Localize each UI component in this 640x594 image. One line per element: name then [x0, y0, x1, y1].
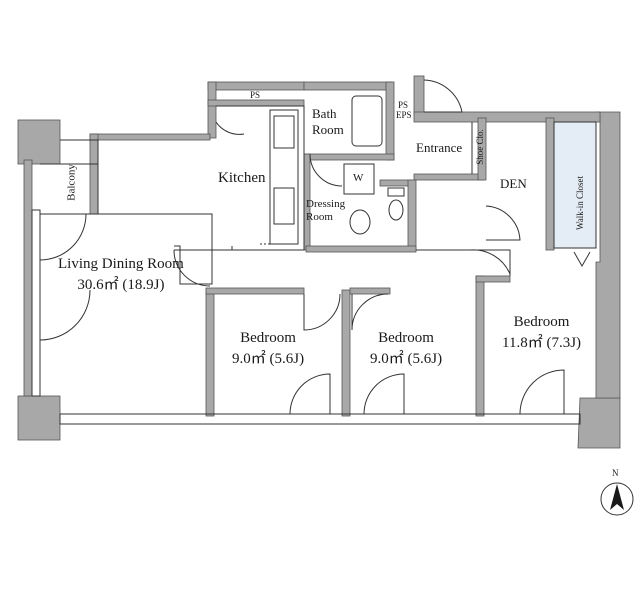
wall-living-west	[23, 159, 33, 397]
window-south	[59, 413, 581, 425]
wall-bed-north-1	[205, 287, 305, 295]
wall-top-kitchen	[207, 81, 305, 91]
wall-core-south	[305, 245, 417, 253]
door-living-balcony	[39, 213, 87, 261]
eps-label: EPS	[396, 110, 412, 120]
wall-entrance-south	[413, 173, 485, 181]
wall-ps-kitchen	[207, 99, 305, 107]
wall-dressing-mid	[379, 179, 413, 187]
wall-bed-north-3	[475, 275, 511, 283]
wall-bath-east	[385, 81, 395, 161]
wall-column-se	[577, 397, 621, 449]
toilet-bowl	[388, 199, 404, 221]
den-label: DEN	[500, 176, 527, 191]
door-bed2	[351, 293, 389, 331]
balcony-label: Balcony	[65, 164, 78, 201]
bedroom-2-area: 9.0㎡ (5.6J)	[370, 351, 443, 367]
north-label: N	[612, 468, 619, 478]
door-bed2-window	[363, 373, 405, 415]
dressing-room-label: Dressing Room	[306, 198, 345, 224]
door-entrance	[423, 79, 463, 113]
wall-ps-eps	[413, 75, 425, 117]
wall-kitchen-west	[207, 81, 217, 139]
ps-label: PS	[398, 100, 409, 110]
door-dressing	[309, 153, 343, 187]
wall-bed3-west	[475, 275, 485, 417]
dressing-room-line2: Room	[306, 211, 333, 223]
window-west	[31, 209, 41, 397]
door-den	[485, 205, 521, 241]
dressing-room-line1: Dressing	[306, 198, 346, 210]
entrance-label: Entrance	[416, 140, 463, 155]
living-room-area: 30.6㎡ (18.9J)	[77, 277, 165, 293]
wall-east	[595, 111, 621, 399]
walkin-closet-label: Walk-in Closet	[575, 175, 585, 231]
bath-room-line2: Room	[312, 122, 344, 137]
living-room-name: Living Dining Room	[58, 256, 184, 272]
living-outline	[60, 139, 213, 285]
bedroom-1-name: Bedroom	[240, 330, 296, 346]
wall-bed1-west	[205, 289, 215, 417]
compass-needle	[610, 484, 624, 510]
corridor-outline	[174, 249, 511, 276]
bedroom-2-label: Bedroom 9.0㎡ (5.6J)	[370, 330, 442, 368]
door-living-west	[39, 289, 91, 341]
bath-room-label: Bath Room	[312, 106, 344, 138]
door-kitchen	[215, 121, 245, 135]
bedroom-2-name: Bedroom	[378, 330, 434, 346]
bedroom-3-area: 11.8㎡ (7.3J)	[502, 335, 582, 351]
kitchen-label: Kitchen	[218, 170, 266, 186]
door-bed3-window	[519, 369, 565, 415]
wall-den-west	[477, 117, 487, 181]
door-corridor-east	[469, 249, 511, 275]
wall-bed-north-2	[349, 287, 391, 295]
bedroom-3-name: Bedroom	[513, 314, 570, 330]
walkin-arrow	[573, 251, 591, 268]
wall-toilet-east	[407, 179, 417, 251]
washer-label: W	[353, 172, 364, 184]
wall-entrance-top	[413, 111, 601, 123]
kitchen-sink	[273, 115, 295, 149]
wall-balcony-east	[89, 133, 99, 215]
wall-column-sw	[17, 395, 61, 441]
bedroom-3-label: Bedroom 11.8㎡ (7.3J)	[502, 314, 581, 352]
door-bed1-window	[289, 373, 331, 415]
walkin-closet-area	[553, 121, 597, 249]
bedroom-1-label: Bedroom 9.0㎡ (5.6J)	[232, 330, 304, 368]
compass-ring	[600, 482, 634, 516]
wall-bath-south	[303, 153, 395, 161]
door-living-main	[173, 249, 211, 287]
toilet-tank	[387, 187, 405, 197]
washbasin	[349, 209, 371, 235]
ps-kitchen-label: PS	[250, 90, 261, 100]
bedroom-1-area: 9.0㎡ (5.6J)	[232, 351, 305, 367]
wall-bed-mid	[341, 289, 351, 417]
wall-top-bath	[303, 81, 393, 91]
living-room-label: Living Dining Room 30.6㎡ (18.9J)	[58, 256, 184, 294]
shoe-closet-label: Shoe Clo.	[475, 129, 485, 165]
bath-room-line1: Bath	[312, 106, 337, 121]
door-bed1	[303, 293, 341, 331]
kitchen-stove	[273, 187, 295, 225]
wall-balcony-top	[89, 133, 211, 141]
wall-den-closet	[545, 117, 555, 251]
washer-box	[343, 163, 375, 195]
wall-column-nw	[17, 119, 61, 165]
bathtub	[351, 95, 383, 147]
